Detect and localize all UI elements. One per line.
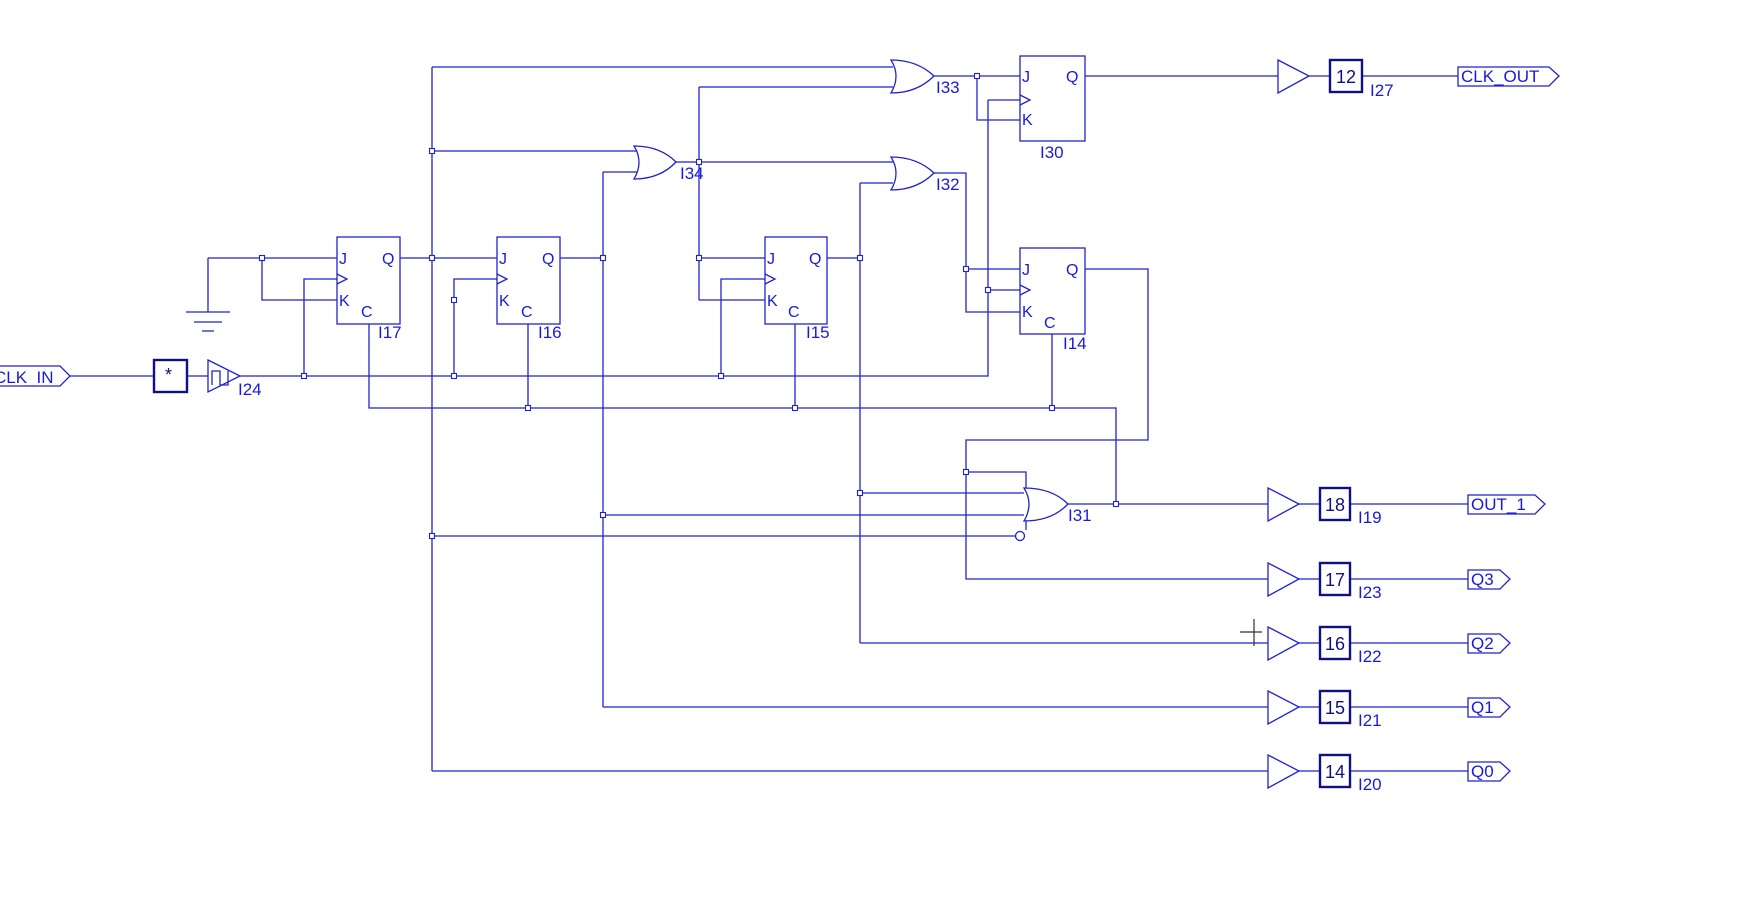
port-q2-label: Q2 xyxy=(1471,634,1494,653)
or-gate-i34[interactable]: I34 xyxy=(632,145,704,183)
buffer-i19[interactable]: 18 I19 xyxy=(1267,486,1382,527)
buffer-label-i19: I19 xyxy=(1358,508,1382,527)
port-q1-label: Q1 xyxy=(1471,698,1494,717)
ff-i14-j: J xyxy=(1022,262,1030,279)
flipflop-i16[interactable]: J K Q C I16 xyxy=(496,236,562,342)
gate-label-i34: I34 xyxy=(680,164,704,183)
ff-i16-label: I16 xyxy=(538,323,562,342)
clock-constraint-box[interactable]: * xyxy=(152,358,189,394)
ff-i30-k: K xyxy=(1022,112,1033,129)
junction-dots xyxy=(258,72,1120,540)
ff-i16-c: C xyxy=(521,304,533,321)
gate-label-i32: I32 xyxy=(936,175,960,194)
flipflop-i17[interactable]: J K Q C I17 xyxy=(336,236,402,342)
ff-i15-label: I15 xyxy=(806,323,830,342)
gate-label-i33: I33 xyxy=(936,78,960,97)
ground-icon xyxy=(186,311,230,332)
port-q0-label: Q0 xyxy=(1471,762,1494,781)
gate-label-i31: I31 xyxy=(1068,506,1092,525)
clock-constraint-label: * xyxy=(165,365,172,385)
crosshair-cursor-icon xyxy=(1240,619,1262,646)
wires xyxy=(70,66,1470,772)
ff-i17-j: J xyxy=(339,251,347,268)
flipflop-i14[interactable]: J K Q C I14 xyxy=(1019,247,1087,353)
ff-i30-label: I30 xyxy=(1040,143,1064,162)
ff-i15-k: K xyxy=(767,293,778,310)
ff-i14-c: C xyxy=(1044,315,1056,332)
port-out-1-label: OUT_1 xyxy=(1471,495,1526,514)
ff-i17-q: Q xyxy=(382,251,394,268)
port-q2[interactable]: Q2 xyxy=(1467,633,1511,654)
buffer-label-i20: I20 xyxy=(1358,775,1382,794)
port-out-1[interactable]: OUT_1 xyxy=(1467,494,1546,515)
port-clk-out[interactable]: CLK_OUT xyxy=(1457,66,1560,87)
ff-i16-q: Q xyxy=(542,251,554,268)
port-q3-label: Q3 xyxy=(1471,570,1494,589)
port-q1[interactable]: Q1 xyxy=(1467,697,1511,718)
ff-i16-j: J xyxy=(499,251,507,268)
gate-label-i24: I24 xyxy=(238,380,262,399)
ff-i17-c: C xyxy=(361,304,373,321)
or-gate-i32[interactable]: I32 xyxy=(889,156,960,194)
io-pin-12: 12 xyxy=(1336,67,1356,87)
clock-generator-i24[interactable]: I24 xyxy=(207,358,262,399)
flipflop-i30[interactable]: J K Q I30 xyxy=(1019,55,1086,162)
io-pin-16: 16 xyxy=(1325,634,1345,654)
port-clk-out-label: CLK_OUT xyxy=(1461,67,1539,86)
buffer-label-i22: I22 xyxy=(1358,647,1382,666)
ff-i30-j: J xyxy=(1022,69,1030,86)
port-clk-in-label: CLK_IN xyxy=(0,368,54,387)
ff-i15-j: J xyxy=(767,251,775,268)
ff-i17-label: I17 xyxy=(378,323,402,342)
port-q3[interactable]: Q3 xyxy=(1467,569,1511,590)
ff-i17-k: K xyxy=(339,293,350,310)
buffer-i22[interactable]: 16 I22 xyxy=(1267,625,1382,666)
ff-i15-c: C xyxy=(788,304,800,321)
buffer-i20[interactable]: 14 I20 xyxy=(1267,753,1382,794)
io-pin-14: 14 xyxy=(1325,762,1345,782)
or-gate-i33[interactable]: I33 xyxy=(889,59,960,97)
buffer-label-i27: I27 xyxy=(1370,81,1394,100)
flipflop-i15[interactable]: J K Q C I15 xyxy=(764,236,830,342)
buffer-i27[interactable]: 12 I27 xyxy=(1277,58,1394,100)
ff-i14-k: K xyxy=(1022,304,1033,321)
buffer-label-i21: I21 xyxy=(1358,711,1382,730)
ff-i14-q: Q xyxy=(1066,262,1078,279)
io-pin-17: 17 xyxy=(1325,570,1345,590)
ff-i16-k: K xyxy=(499,293,510,310)
ff-i15-q: Q xyxy=(809,251,821,268)
ff-i30-q: Q xyxy=(1066,69,1078,86)
buffer-label-i23: I23 xyxy=(1358,583,1382,602)
io-pin-18: 18 xyxy=(1325,495,1345,515)
buffer-i23[interactable]: 17 I23 xyxy=(1267,561,1382,602)
or-gate-i31[interactable]: I31 xyxy=(1014,487,1092,542)
port-clk-in[interactable]: CLK_IN xyxy=(0,365,71,387)
port-q0[interactable]: Q0 xyxy=(1467,761,1511,782)
ff-i14-label: I14 xyxy=(1063,334,1087,353)
io-pin-15: 15 xyxy=(1325,698,1345,718)
buffer-i21[interactable]: 15 I21 xyxy=(1267,689,1382,730)
